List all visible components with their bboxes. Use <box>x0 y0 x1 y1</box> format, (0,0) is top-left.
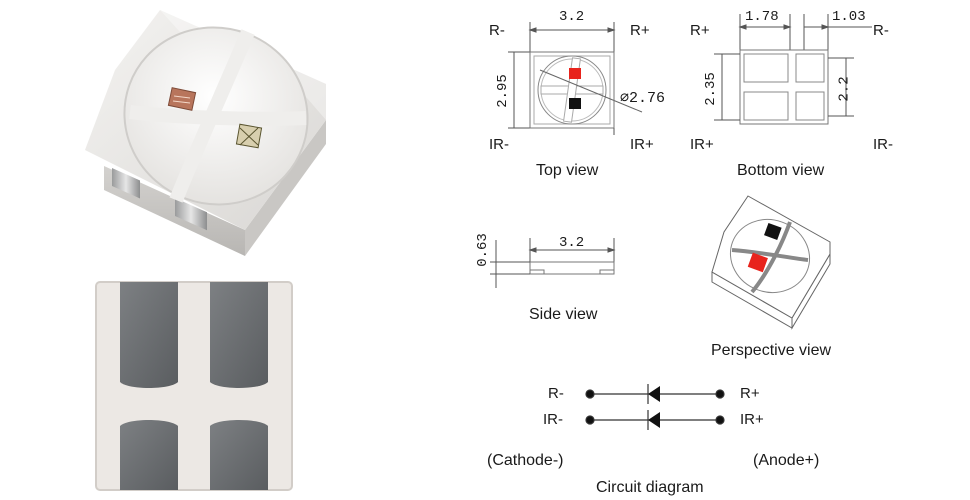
perspective-view-caption: Perspective view <box>711 342 832 359</box>
top-view-caption: Top view <box>536 162 599 179</box>
side-view-drawing <box>490 238 616 288</box>
perspective-red-chip <box>747 252 768 273</box>
top-view-red-chip <box>569 68 581 79</box>
top-view-width-dim: 3.2 <box>559 9 585 25</box>
top-view-pin-ir-plus: IR+ <box>630 136 654 153</box>
bottom-view-pin-r-minus: R- <box>873 22 889 39</box>
bottom-view-pin-ir-plus: IR+ <box>690 136 714 153</box>
circuit-caption: Circuit diagram <box>596 479 704 496</box>
bottom-view-pin-ir-minus: IR- <box>873 136 893 153</box>
led-bottom-photo <box>95 281 293 491</box>
bottom-view-drawing <box>714 14 872 125</box>
top-view-pin-r-plus: R+ <box>630 22 650 39</box>
circuit-row2-left-label: IR- <box>543 411 563 428</box>
circuit-anode-label: (Anode+) <box>753 452 820 469</box>
perspective-ir-chip <box>764 222 782 240</box>
bottom-view-height-left: 2.35 <box>702 72 719 106</box>
bottom-view-pin-r-plus: R+ <box>690 22 710 39</box>
top-view-ir-chip <box>569 98 581 109</box>
side-view-height-dim: 0.63 <box>474 233 491 267</box>
top-view-height-dim: 2.95 <box>494 74 511 108</box>
bottom-view-pad-width-left: 1.78 <box>745 9 779 25</box>
circuit-row2-right-label: IR+ <box>740 411 764 428</box>
circuit-cathode-label: (Cathode-) <box>487 452 564 469</box>
side-view-caption: Side view <box>529 306 598 323</box>
perspective-drawing <box>711 195 831 330</box>
side-view-width-dim: 3.2 <box>559 235 585 251</box>
circuit-row1-left-label: R- <box>548 385 564 402</box>
top-view-pin-ir-minus: IR- <box>489 136 509 153</box>
circuit-row1-right-label: R+ <box>740 385 760 402</box>
circuit-diagram <box>585 384 725 430</box>
bottom-view-caption: Bottom view <box>737 162 825 179</box>
led-top-photo <box>85 10 326 256</box>
bottom-view-height-right: 2.2 <box>836 76 853 102</box>
top-view-pin-r-minus: R- <box>489 22 505 39</box>
top-view-lens-dim: ∅2.76 <box>620 90 666 107</box>
bottom-view-pad-width-right: 1.03 <box>832 9 866 25</box>
